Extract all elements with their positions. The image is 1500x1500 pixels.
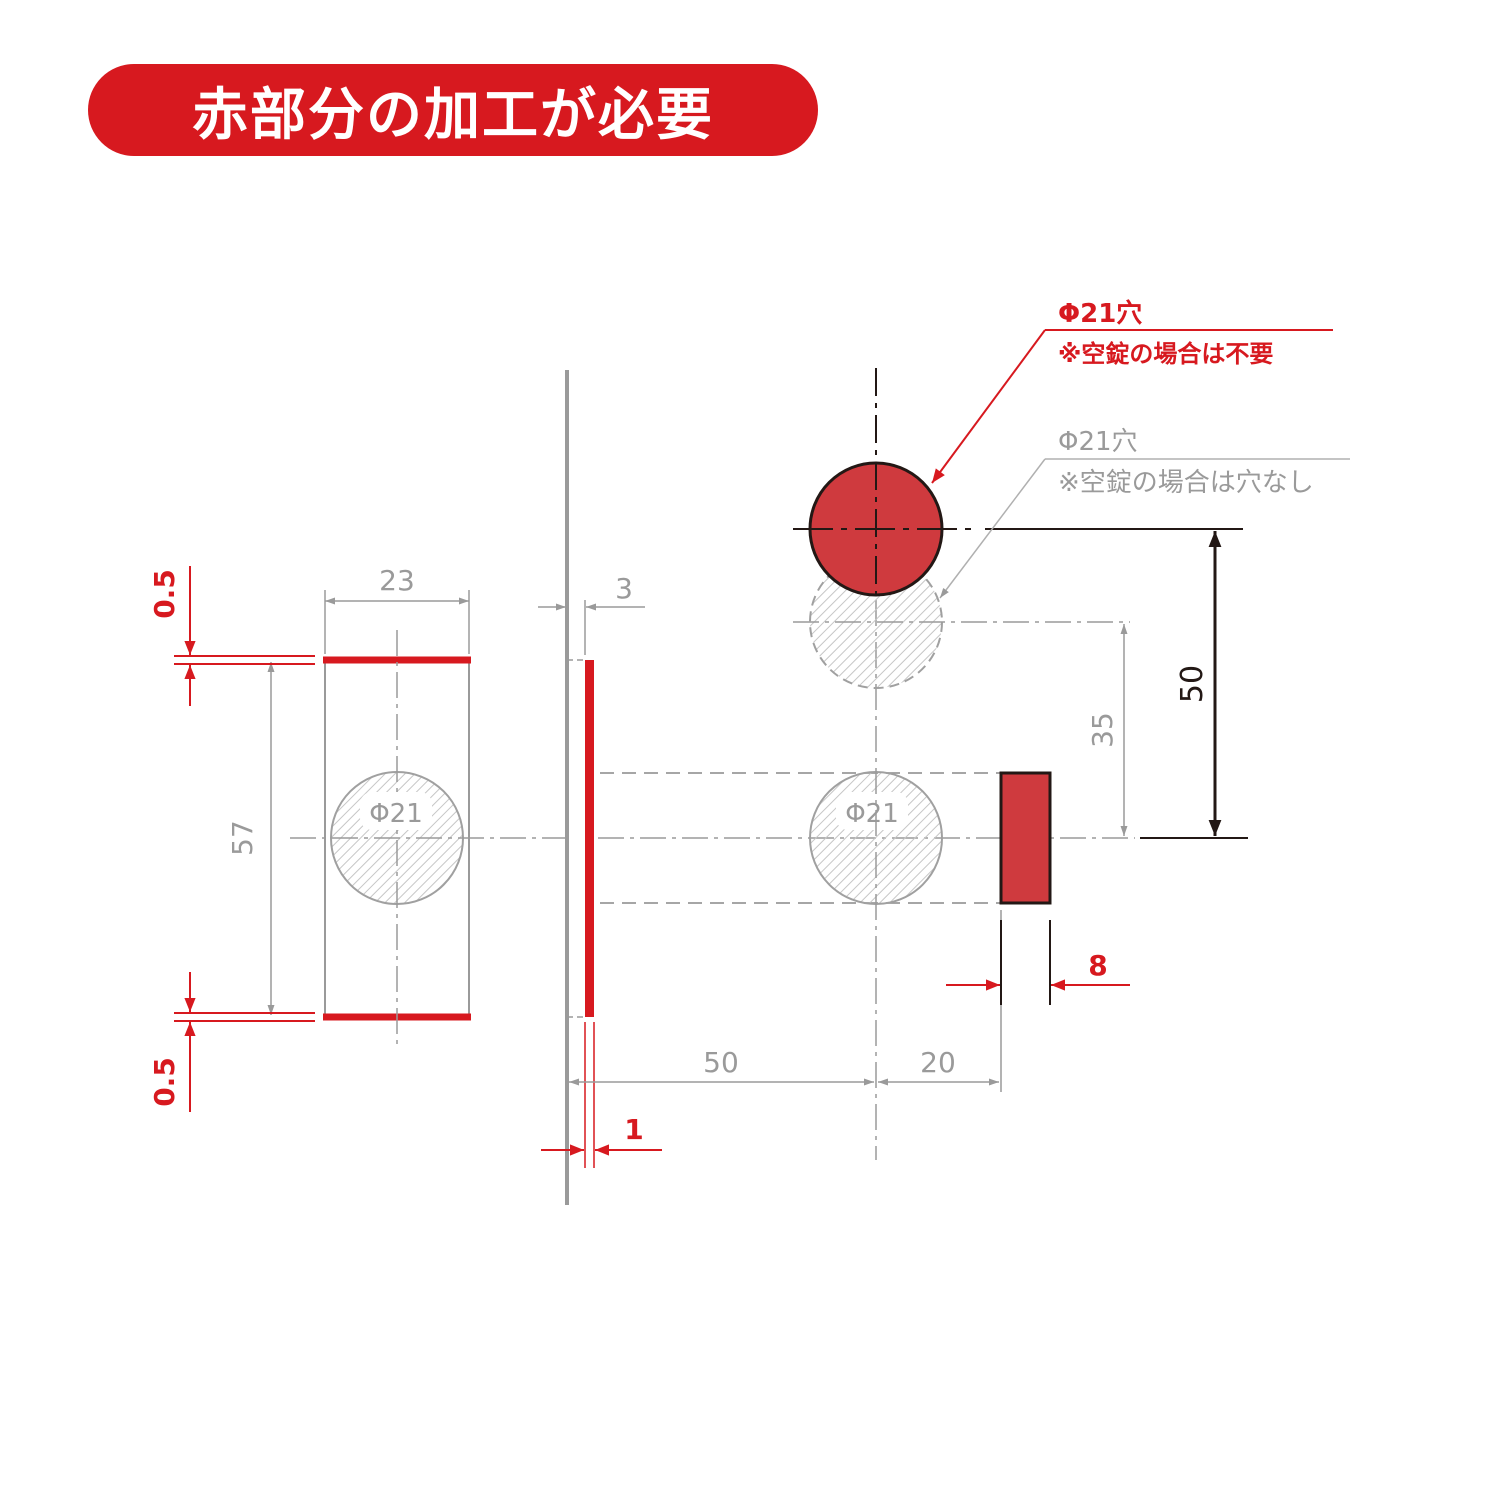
callout-optional: Φ21穴 ※空錠の場合は穴なし <box>939 427 1350 599</box>
callout-optional-leader <box>939 458 1046 599</box>
dim-50h-label: 50 <box>703 1046 739 1079</box>
dim-3-label: 3 <box>615 572 633 605</box>
dim-23-label: 23 <box>379 564 415 597</box>
dim-57-label: 57 <box>226 820 259 856</box>
side-hole-label: Φ21 <box>845 799 899 829</box>
front-view: Φ21 23 57 0.5 0.5 <box>148 564 570 1112</box>
dim-0-5-bottom-label: 0.5 <box>148 1057 181 1107</box>
callout-optional-line1: Φ21穴 <box>1058 427 1138 457</box>
title-banner: 赤部分の加工が必要 <box>88 64 818 156</box>
front-hole-label-bg <box>360 792 432 830</box>
dim-8-label: 8 <box>1088 949 1107 982</box>
callout-required: Φ21穴 ※空錠の場合は不要 <box>931 299 1333 484</box>
side-plate-red <box>585 660 594 1017</box>
callout-required-line2: ※空錠の場合は不要 <box>1058 340 1273 368</box>
callout-required-line1: Φ21穴 <box>1058 299 1142 329</box>
dim-35-label: 35 <box>1086 712 1119 748</box>
callout-required-leader <box>931 329 1046 484</box>
side-view: Φ21 3 1 50 20 <box>538 299 1350 1205</box>
strike-red <box>999 771 1052 905</box>
callout-optional-line2: ※空錠の場合は穴なし <box>1058 468 1314 498</box>
front-hole-label: Φ21 <box>369 799 423 829</box>
dim-20-label: 20 <box>920 1046 956 1079</box>
dim-0-5-top-label: 0.5 <box>148 569 181 619</box>
dim-50v-label: 50 <box>1175 665 1210 703</box>
page-title: 赤部分の加工が必要 <box>192 82 714 148</box>
dim-1-label: 1 <box>624 1113 643 1146</box>
side-hole-label-bg <box>836 792 908 830</box>
